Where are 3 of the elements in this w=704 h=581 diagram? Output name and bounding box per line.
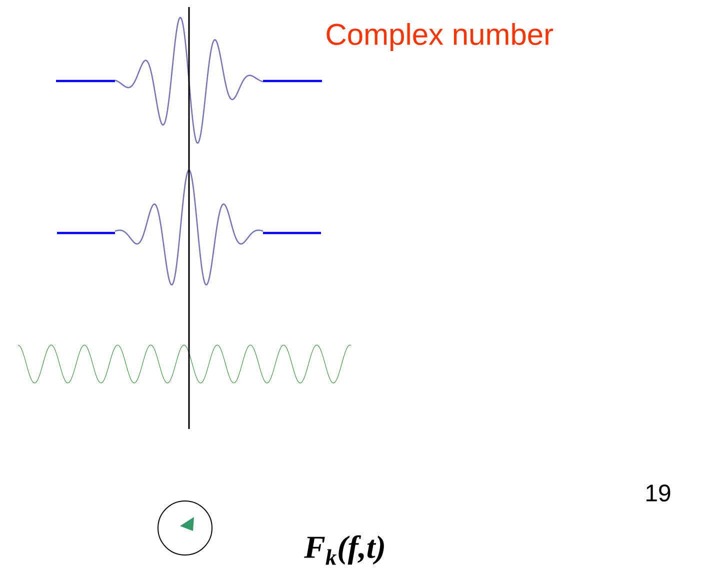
page-number: 19: [646, 484, 670, 502]
heading: Complex number: [326, 23, 554, 51]
formula-label: F$_{k}$(f,t): [304, 535, 384, 565]
